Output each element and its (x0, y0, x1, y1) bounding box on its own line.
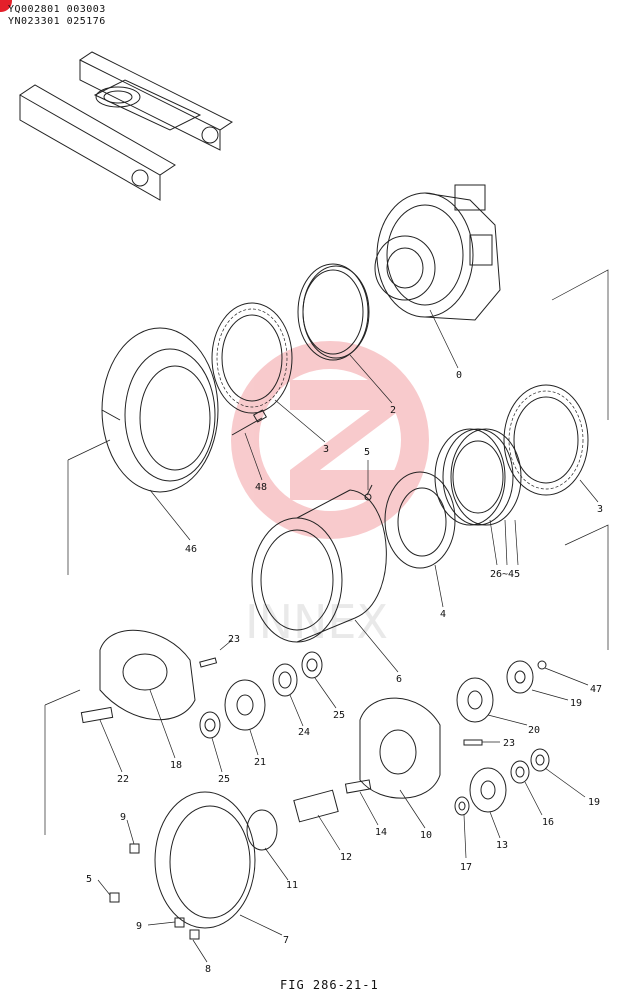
callout-16: 16 (542, 817, 554, 828)
callout-26-45: 26~45 (490, 569, 520, 580)
travel-motor-part-0 (374, 184, 501, 321)
cover-ring-part-4 (384, 471, 456, 569)
cover-part-7 (154, 791, 256, 929)
bearing-part-3-left (211, 302, 293, 414)
bolt-part-5-lower (109, 892, 120, 903)
callout-47: 47 (590, 684, 602, 695)
callout-25-upper: 25 (333, 710, 345, 721)
callout-22: 22 (117, 774, 129, 785)
plug-part-9-upper (129, 843, 140, 854)
callout-8: 8 (205, 964, 211, 975)
track-frame-illustration (19, 51, 233, 201)
callout-2: 2 (390, 405, 396, 416)
callout-46: 46 (185, 544, 197, 555)
washer-part-25-upper (301, 651, 323, 679)
callout-25-lower: 25 (218, 774, 230, 785)
washer-part-17 (454, 796, 470, 816)
callout-48: 48 (255, 482, 267, 493)
part-code-line-1: YQ002801 003003 (8, 4, 106, 15)
callout-9-upper: 9 (120, 812, 126, 823)
callout-11: 11 (286, 880, 298, 891)
washer-part-25-lower (199, 711, 221, 739)
pin-part-23-lower (463, 739, 483, 746)
callout-12: 12 (340, 852, 352, 863)
bolt-part-48 (231, 409, 268, 436)
callout-9-lower: 9 (136, 921, 142, 932)
callout-4: 4 (440, 609, 446, 620)
gear-part-20 (456, 677, 494, 723)
bearing-part-24 (272, 663, 298, 697)
callout-6: 6 (396, 674, 402, 685)
pin-part-14 (344, 779, 372, 794)
callout-18: 18 (170, 760, 182, 771)
washer-part-19-lower (530, 748, 550, 772)
sun-gear-part-12 (293, 789, 339, 823)
floating-seal-part-2 (297, 263, 370, 361)
bearing-part-3-right (503, 384, 589, 496)
callout-10: 10 (420, 830, 432, 841)
part-code-line-2: YN023301 025176 (8, 16, 106, 27)
callout-7: 7 (283, 935, 289, 946)
figure-label: FIG 286-21-1 (280, 978, 379, 992)
shaft-part-22 (80, 706, 114, 724)
callout-13: 13 (496, 840, 508, 851)
plug-part-9-lower (174, 917, 185, 928)
pin-part-23-upper (199, 657, 218, 668)
callout-14: 14 (375, 827, 387, 838)
callout-5-lower: 5 (86, 874, 92, 885)
snap-ring-part-47 (537, 660, 547, 670)
gear-part-13 (469, 767, 507, 813)
callout-19-lower: 19 (588, 797, 600, 808)
callout-0: 0 (456, 370, 462, 381)
bolt-part-8 (189, 929, 200, 940)
bearing-part-16 (510, 760, 530, 784)
hub-part-46 (101, 327, 219, 493)
callout-21: 21 (254, 757, 266, 768)
callout-17: 17 (460, 862, 472, 873)
bolt-part-5-upper (364, 484, 373, 501)
leader-lines (97, 309, 599, 963)
callout-24: 24 (298, 727, 310, 738)
callout-19-upper: 19 (570, 698, 582, 709)
callout-3-left: 3 (323, 444, 329, 455)
callout-3-right: 3 (597, 504, 603, 515)
callout-20: 20 (528, 725, 540, 736)
callout-labels: 0 2 3 48 46 5 3 26~45 4 6 23 22 18 25 21… (86, 370, 603, 975)
shim-stack-part-26-45 (434, 428, 522, 526)
washer-part-19-upper (506, 660, 534, 694)
watermark-logo: INNEX (231, 341, 429, 649)
callout-23-lower: 23 (503, 738, 515, 749)
ring-gear-part-6 (251, 489, 387, 643)
assembly-bracket-lines (44, 269, 609, 835)
callout-23-upper: 23 (228, 634, 240, 645)
callout-5-upper: 5 (364, 447, 370, 458)
gear-part-21 (224, 679, 266, 731)
carrier-part-18 (99, 629, 196, 721)
carrier-part-10 (359, 697, 441, 799)
plate-part-11 (246, 809, 278, 851)
